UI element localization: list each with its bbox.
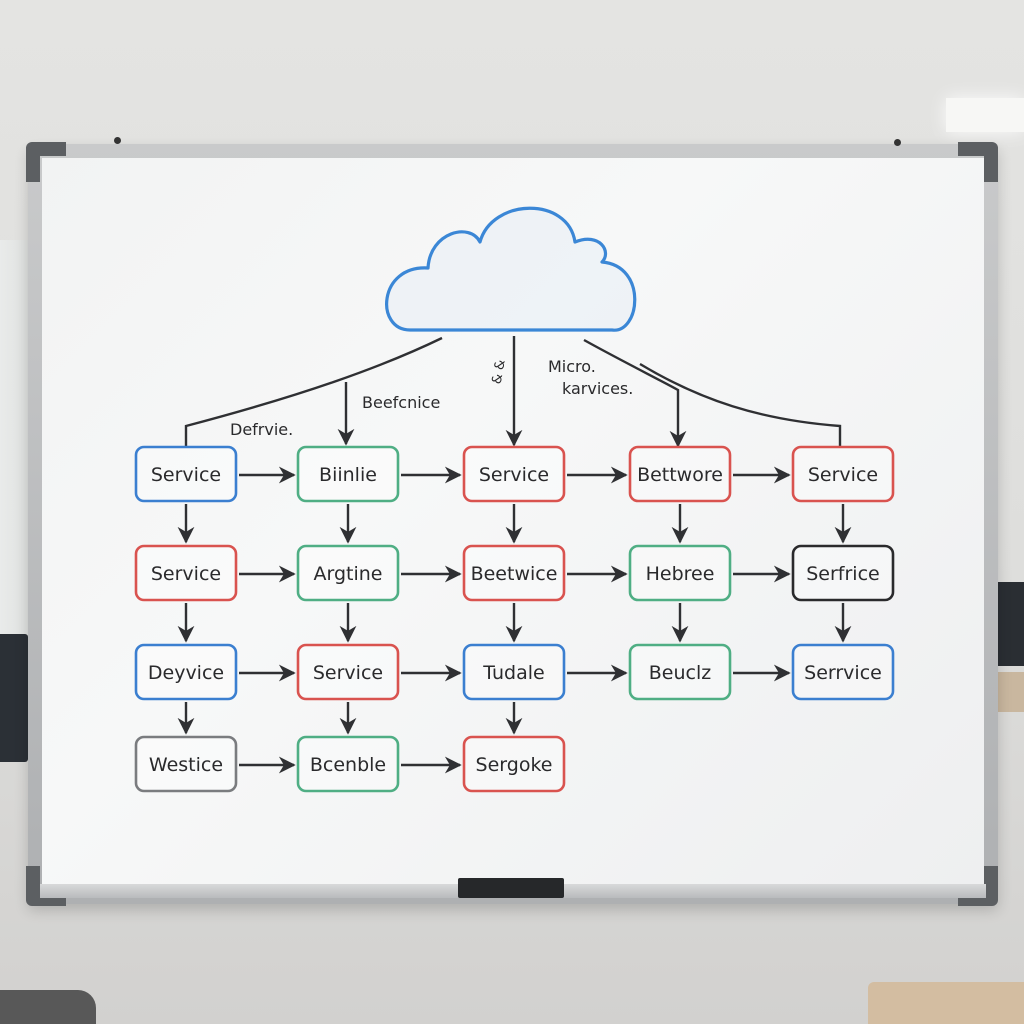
service-node-label: Bettwore [637, 464, 723, 486]
service-node-label: Hebree [646, 563, 715, 585]
service-node-box [628, 445, 732, 503]
background-monitor-left [0, 634, 28, 762]
service-node-label: Tudale [482, 662, 544, 684]
service-node-label: Deyvice [148, 662, 224, 684]
service-node-box [628, 643, 732, 701]
service-node-r2c5: Serfrice [791, 544, 895, 602]
service-node-r2c1: Service [134, 544, 238, 602]
service-node-r2c3: Beetwice [462, 544, 566, 602]
edge-layer [177, 466, 852, 774]
service-node-box [134, 643, 238, 701]
service-node-r1c5: Service [791, 445, 895, 503]
branch-line-center-right [583, 338, 687, 448]
service-node-r2c2: Argtine [296, 544, 400, 602]
background-monitor-right [996, 582, 1024, 666]
background-desk-right [996, 672, 1024, 712]
service-node-label: Biinlie [319, 464, 377, 486]
whiteboard-eraser [458, 878, 564, 898]
service-node-r4c2: Bcenble [296, 735, 400, 793]
service-node-r1c3: Service [462, 445, 566, 503]
annotation-right-line2: karvices. [562, 379, 633, 398]
service-node-label: Sergoke [476, 754, 553, 776]
cloud-icon [385, 206, 637, 332]
service-node-box [296, 544, 400, 602]
mount-clip-left [114, 137, 121, 144]
branch-line-left [184, 336, 443, 446]
service-node-label: Serfrice [806, 563, 879, 585]
service-node-box [462, 643, 566, 701]
service-node-box [462, 544, 566, 602]
annotation-center-left: Beefcnice [362, 393, 440, 412]
service-node-label: Service [313, 662, 383, 684]
service-node-label: Service [151, 563, 221, 585]
service-node-r3c3: Tudale [462, 643, 566, 701]
service-node-box [296, 735, 400, 793]
service-node-r3c4: Beuclz [628, 643, 732, 701]
service-node-label: Beetwice [471, 563, 558, 585]
service-node-label: Service [808, 464, 878, 486]
annotation-left: Defrvie. [230, 420, 293, 439]
service-node-r3c5: Serrvice [791, 643, 895, 701]
service-node-label: Service [479, 464, 549, 486]
service-node-box [462, 735, 566, 793]
foreground-table [868, 982, 1024, 1024]
service-node-r3c2: Service [296, 643, 400, 701]
service-node-r1c2: Biinlie [296, 445, 400, 503]
ceiling-light [946, 98, 1024, 132]
service-node-box [134, 735, 238, 793]
service-node-r4c3: Sergoke [462, 735, 566, 793]
service-node-r2c4: Hebree [628, 544, 732, 602]
service-node-box [134, 445, 238, 503]
service-node-label: Westice [149, 754, 223, 776]
service-node-r1c1: Service [134, 445, 238, 503]
annotation-right-line1: Micro. [548, 357, 596, 376]
service-node-label: Beuclz [649, 662, 711, 684]
service-node-r3c1: Deyvice [134, 643, 238, 701]
service-node-label: Serrvice [804, 662, 882, 684]
service-node-box [462, 445, 566, 503]
service-node-label: Service [151, 464, 221, 486]
service-node-box [296, 445, 400, 503]
service-node-box [791, 544, 895, 602]
service-node-box [134, 544, 238, 602]
foreground-chair [0, 990, 96, 1024]
service-node-r4c1: Westice [134, 735, 238, 793]
service-node-label: Bcenble [310, 754, 386, 776]
mount-clip-right [894, 139, 901, 146]
branch-line-right [639, 362, 842, 446]
service-node-box [296, 643, 400, 701]
service-node-label: Argtine [314, 563, 383, 585]
service-node-box [628, 544, 732, 602]
cloud-branch-lines [184, 336, 842, 448]
annotation-center-mark: & & [490, 359, 509, 386]
service-node-box [791, 445, 895, 503]
service-node-box [791, 643, 895, 701]
service-node-r1c4: Bettwore [628, 445, 732, 503]
